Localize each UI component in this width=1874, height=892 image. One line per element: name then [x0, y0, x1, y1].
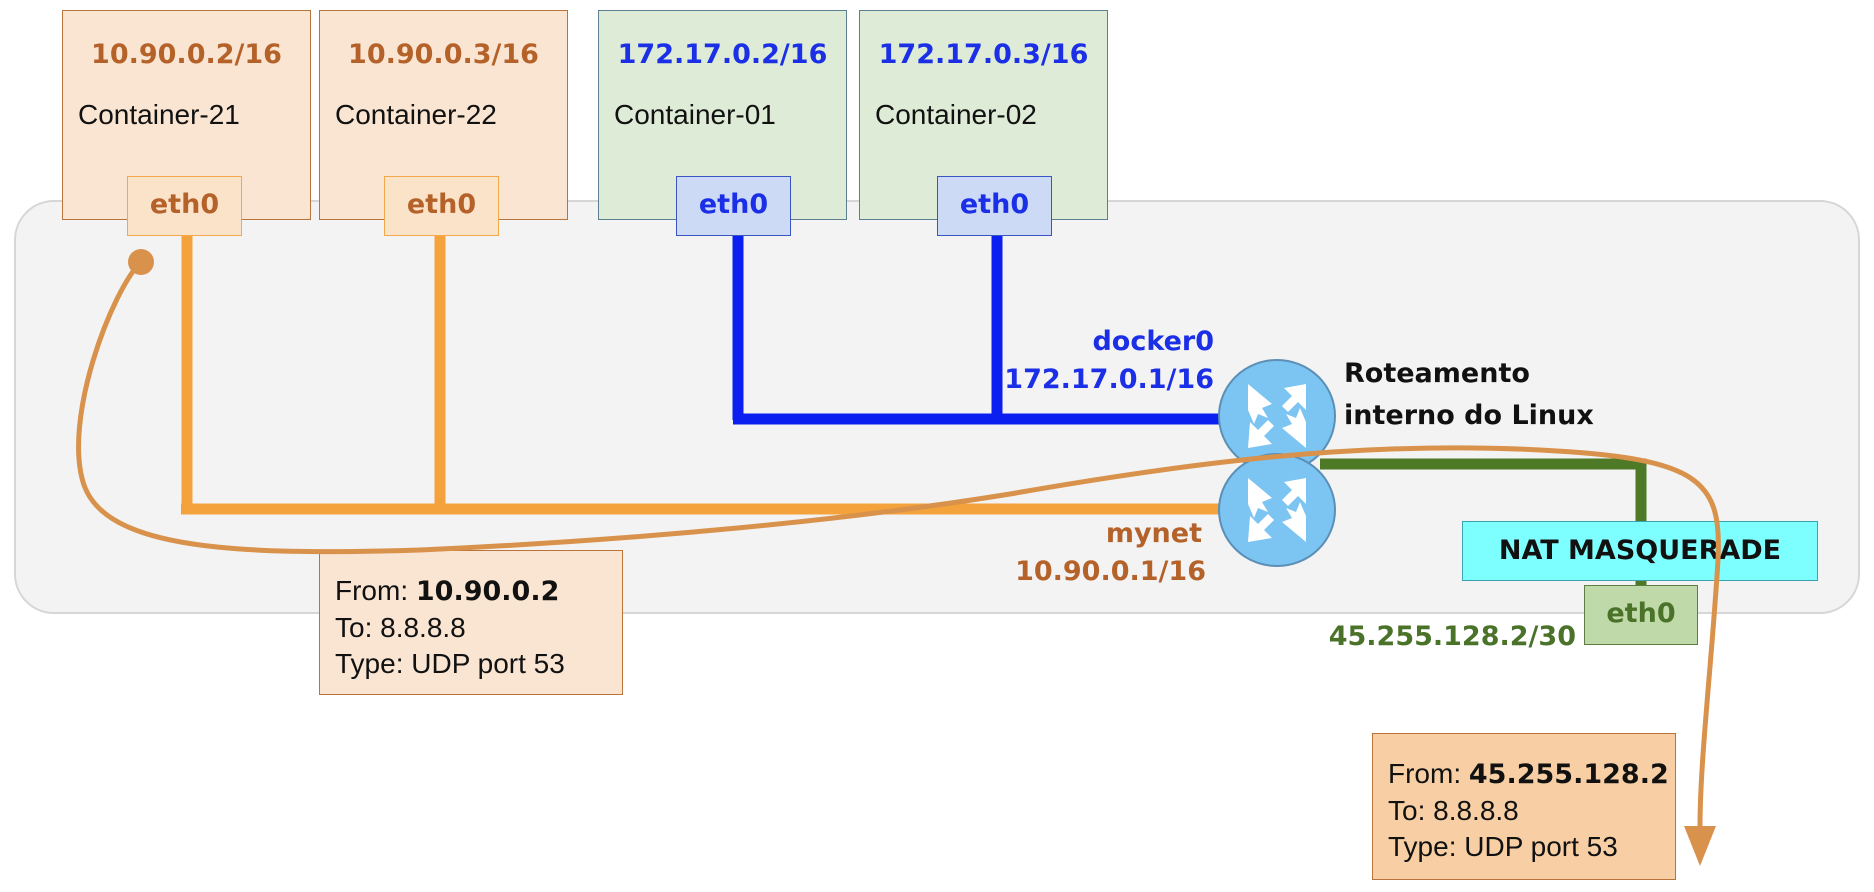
host-eth0-ip: 45.255.128.2/30 — [1328, 621, 1576, 652]
container-01-ip: 172.17.0.2/16 — [617, 39, 828, 70]
docker0-bridge-lines — [732, 236, 1226, 425]
packet-flow-arrow — [76, 249, 1721, 866]
packet-after-source-ip: 45.255.128.2 — [1468, 759, 1669, 790]
packet-before-type: Type: UDP port 53 — [335, 648, 565, 679]
packet-before-to: To: 8.8.8.8 — [335, 612, 466, 643]
container-22-box[interactable]: 10.90.0.3/16 Container-22 — [319, 10, 568, 220]
packet-before-from: From: 10.90.0.2 — [335, 575, 560, 607]
router-label-line1: Roteamento — [1344, 358, 1530, 389]
host-eth0[interactable]: eth0 — [1584, 585, 1698, 645]
router-icon-docker0 — [1218, 359, 1336, 473]
packet-before-nat: From: 10.90.0.2 To: 8.8.8.8 Type: UDP po… — [319, 550, 623, 695]
docker0-ip: 172.17.0.1/16 — [1004, 364, 1214, 395]
packet-after-nat: From: 45.255.128.2 To: 8.8.8.8 Type: UDP… — [1372, 733, 1676, 880]
container-02-eth0[interactable]: eth0 — [937, 176, 1052, 236]
nat-masquerade-box[interactable]: NAT MASQUERADE — [1462, 521, 1818, 581]
container-21-name: Container-21 — [78, 99, 240, 130]
container-02-ip: 172.17.0.3/16 — [878, 39, 1089, 70]
container-21-ip: 10.90.0.2/16 — [91, 39, 282, 70]
container-01-eth0[interactable]: eth0 — [676, 176, 791, 236]
packet-after-type: Type: UDP port 53 — [1388, 831, 1618, 862]
mynet-name: mynet — [1105, 518, 1202, 549]
container-21-eth0[interactable]: eth0 — [127, 176, 242, 236]
packet-after-from: From: 45.255.128.2 — [1388, 758, 1669, 790]
mynet-bridge-lines — [181, 236, 1226, 515]
packet-after-to: To: 8.8.8.8 — [1388, 795, 1519, 826]
router-label-line2: interno do Linux — [1344, 400, 1594, 431]
docker0-name: docker0 — [1092, 326, 1214, 357]
container-02-name: Container-02 — [875, 99, 1037, 130]
container-01-name: Container-01 — [614, 99, 776, 130]
packet-before-source-ip: 10.90.0.2 — [415, 576, 560, 607]
mynet-ip: 10.90.0.1/16 — [1015, 556, 1206, 587]
container-22-name: Container-22 — [335, 99, 497, 130]
container-22-ip: 10.90.0.3/16 — [348, 39, 539, 70]
container-22-eth0[interactable]: eth0 — [384, 176, 499, 236]
